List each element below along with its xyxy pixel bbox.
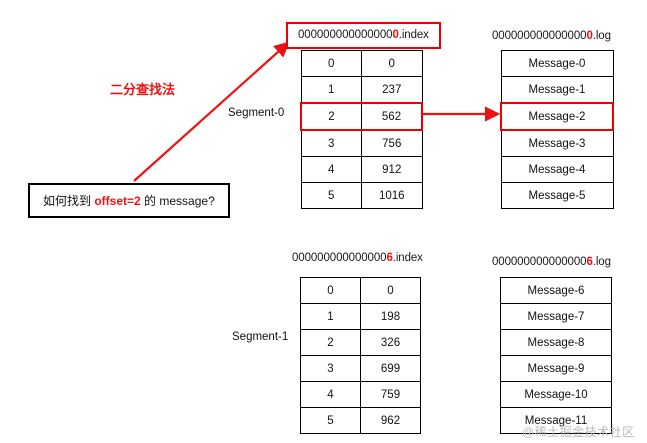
table-row: 2 326	[300, 329, 421, 356]
log-message-cell: Message-0	[500, 50, 614, 77]
log-filename-segment-0: 0000000000000000.log	[492, 30, 611, 42]
log-filename-highlight-0: 0	[586, 30, 593, 42]
index-offset-cell: 3	[300, 129, 362, 157]
index-filename-segment-1: 0000000000000006.index	[292, 252, 423, 264]
log-message-cell: Message-4	[500, 156, 614, 183]
list-item: Message-11	[500, 407, 612, 434]
question-box: 如何找到 offset=2 的 message?	[28, 183, 230, 218]
list-item: Message-10	[500, 381, 612, 408]
list-item-highlighted: Message-2	[500, 102, 614, 131]
table-row: 0 0	[300, 277, 421, 304]
index-offset-cell: 3	[300, 355, 361, 382]
index-position-cell: 0	[360, 277, 421, 304]
table-row: 3 699	[300, 355, 421, 382]
log-message-cell: Message-5	[500, 182, 614, 209]
log-message-cell: Message-11	[500, 407, 612, 434]
index-position-cell: 912	[361, 156, 423, 183]
index-filename-segment-0: 0000000000000000.index	[286, 22, 441, 49]
index-offset-cell: 4	[300, 156, 362, 183]
index-position-cell: 0	[361, 50, 423, 77]
index-filename-zeros-1: 000000000000000	[292, 252, 387, 264]
binary-search-note: 二分查找法	[110, 82, 176, 97]
list-item: Message-5	[500, 182, 614, 209]
question-highlight: offset=2	[94, 194, 141, 208]
log-message-cell: Message-1	[500, 76, 614, 104]
table-row: 5 1016	[300, 182, 423, 209]
watermark: @稀土掘金技术社区	[522, 425, 635, 439]
segment-label-1: Segment-1	[232, 331, 289, 343]
index-offset-cell: 5	[300, 407, 361, 434]
question-prefix: 如何找到	[43, 194, 95, 208]
log-table-segment-1: Message-6 Message-7 Message-8 Message-9 …	[500, 277, 612, 434]
index-table-segment-0: 0 0 1 237 2 562 3 756 4 912	[300, 50, 423, 209]
list-item: Message-3	[500, 129, 614, 157]
log-table-wrap-0: Message-0 Message-1 Message-2 Message-3 …	[500, 50, 614, 209]
log-table-wrap-1: Message-6 Message-7 Message-8 Message-9 …	[500, 277, 612, 434]
list-item: Message-9	[500, 355, 612, 382]
index-position-cell: 1016	[361, 182, 423, 209]
table-row: 1 237	[300, 76, 423, 104]
table-row: 3 756	[300, 129, 423, 157]
log-table-segment-0: Message-0 Message-1 Message-2 Message-3 …	[500, 50, 614, 209]
log-filename-zeros-0: 000000000000000	[492, 30, 587, 42]
log-filename-ext-1: .log	[592, 256, 611, 268]
index-position-cell: 759	[360, 381, 421, 408]
index-position-cell: 237	[361, 76, 423, 104]
index-offset-cell: 0	[300, 50, 362, 77]
list-item: Message-8	[500, 329, 612, 356]
table-row: 4 759	[300, 381, 421, 408]
index-position-cell: 699	[360, 355, 421, 382]
index-offset-cell: 2	[300, 329, 361, 356]
log-message-cell: Message-2	[500, 102, 614, 131]
list-item: Message-1	[500, 76, 614, 104]
log-message-cell: Message-7	[500, 303, 612, 330]
index-filename-ext-1: .index	[392, 252, 423, 264]
log-filename-zeros-1: 000000000000000	[492, 256, 587, 268]
index-offset-cell: 0	[300, 277, 361, 304]
index-position-cell: 962	[360, 407, 421, 434]
index-offset-cell: 2	[300, 102, 362, 131]
index-offset-cell: 1	[300, 76, 362, 104]
table-row: 4 912	[300, 156, 423, 183]
log-message-cell: Message-9	[500, 355, 612, 382]
index-filename-zeros-0: 000000000000000	[298, 29, 393, 41]
index-position-cell: 756	[361, 129, 423, 157]
log-message-cell: Message-10	[500, 381, 612, 408]
index-table-wrap-0: 0 0 1 237 2 562 3 756 4 912	[300, 50, 423, 209]
table-row: 1 198	[300, 303, 421, 330]
index-position-cell: 198	[360, 303, 421, 330]
log-message-cell: Message-3	[500, 129, 614, 157]
index-filename-ext-0: .index	[398, 29, 429, 41]
index-offset-cell: 1	[300, 303, 361, 330]
index-filename-highlight-0: 0	[392, 29, 399, 41]
index-table-wrap-1: 0 0 1 198 2 326 3 699 4 759	[300, 277, 421, 434]
index-position-cell: 326	[360, 329, 421, 356]
question-suffix: 的 message?	[140, 194, 215, 208]
list-item: Message-7	[500, 303, 612, 330]
table-row: 5 962	[300, 407, 421, 434]
list-item: Message-0	[500, 50, 614, 77]
index-offset-cell: 5	[300, 182, 362, 209]
list-item: Message-6	[500, 277, 612, 304]
table-row: 0 0	[300, 50, 423, 77]
log-filename-segment-1: 0000000000000006.log	[492, 256, 611, 268]
log-message-cell: Message-6	[500, 277, 612, 304]
log-message-cell: Message-8	[500, 329, 612, 356]
index-position-cell: 562	[361, 102, 423, 131]
index-filename-highlight-1: 6	[386, 252, 393, 264]
list-item: Message-4	[500, 156, 614, 183]
index-table-segment-1: 0 0 1 198 2 326 3 699 4 759	[300, 277, 421, 434]
segment-label-0: Segment-0	[228, 107, 285, 119]
table-row-highlighted: 2 562	[300, 102, 423, 131]
log-filename-ext-0: .log	[592, 30, 611, 42]
index-offset-cell: 4	[300, 381, 361, 408]
log-filename-highlight-1: 6	[586, 256, 593, 268]
